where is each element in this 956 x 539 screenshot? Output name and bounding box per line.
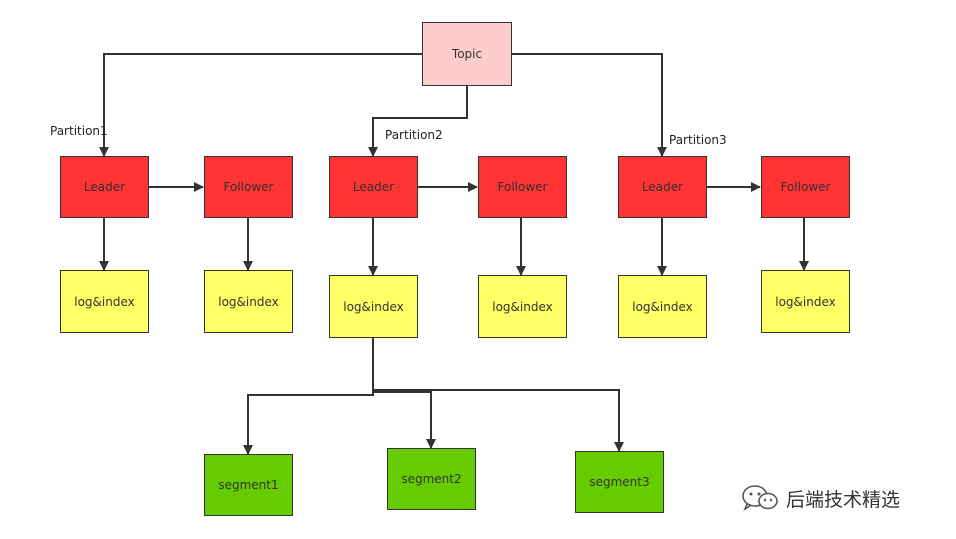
edge-topic-partition3 (512, 53, 667, 157)
partition3-label: Partition3 (669, 133, 727, 147)
segment2-node: segment2 (387, 448, 476, 510)
partition3-follower-log-node: log&index (761, 270, 850, 333)
partition2-follower-log-node: log&index (478, 275, 567, 338)
edge-topic-partition1 (99, 53, 422, 157)
segment3-node: segment3 (575, 451, 664, 513)
partition1-label: Partition1 (50, 124, 108, 138)
partition2-follower-node: Follower (478, 156, 567, 218)
partition3-follower-node: Follower (761, 156, 850, 218)
edge-log-segment1 (243, 338, 374, 455)
partition3-leader-log-node: log&index (618, 275, 707, 338)
partition2-label: Partition2 (385, 128, 443, 142)
partition1-leader-log-node: log&index (60, 270, 149, 333)
watermark-text: 后端技术精选 (786, 488, 901, 511)
edge-topic-partition2 (368, 86, 468, 157)
partition1-follower-node: Follower (204, 156, 293, 218)
wechat-icon (742, 485, 778, 512)
segment1-node: segment1 (204, 454, 293, 516)
partition1-follower-log-node: log&index (204, 270, 293, 333)
partition2-leader-node: Leader (329, 156, 418, 218)
partition2-leader-log-node: log&index (329, 275, 418, 338)
watermark: 后端技术精选 (740, 484, 900, 512)
partition1-leader-node: Leader (60, 156, 149, 218)
edge-log-segment2 (373, 391, 436, 449)
edge-log-segment3 (373, 389, 624, 452)
topic-node: Topic (422, 22, 512, 86)
partition3-leader-node: Leader (618, 156, 707, 218)
